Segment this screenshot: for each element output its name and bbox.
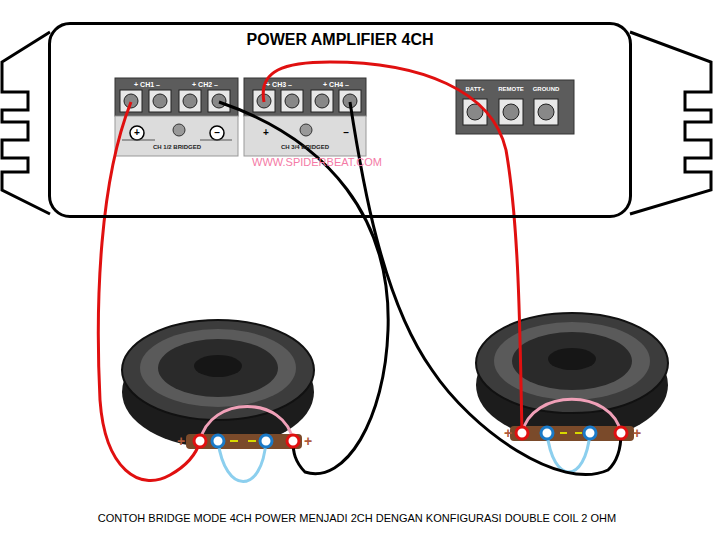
terminal-label: + CH2 – (192, 81, 218, 88)
terminal-strip (115, 78, 238, 156)
subwoofer (122, 320, 314, 449)
polarity-mark: + (633, 426, 641, 440)
polarity-mark: + (504, 426, 512, 440)
watermark: WWW.SPIDERBEAT.COM (252, 157, 382, 168)
terminal-label: + (134, 128, 140, 138)
terminal-label: + CH4 – (323, 81, 349, 88)
polarity-mark: + (304, 434, 312, 448)
amplifier-title: POWER AMPLIFIER 4CH (51, 31, 629, 49)
terminal-label: GROUND (533, 86, 560, 92)
terminal-label: + (263, 128, 269, 138)
amplifier-housing: POWER AMPLIFIER 4CH (48, 22, 632, 218)
polarity-mark: + (177, 434, 185, 448)
speaker-wire (98, 62, 621, 480)
terminal-label: BATT+ (465, 86, 484, 92)
terminal-label: – (343, 128, 349, 138)
coil-terminal (194, 427, 627, 447)
terminal-label: + CH1 – (134, 81, 160, 88)
caption: CONTOH BRIDGE MODE 4CH POWER MENJADI 2CH… (98, 513, 616, 524)
terminal-label: REMOTE (498, 86, 524, 92)
terminal-label: CH 1/2 BRIDGED (153, 144, 201, 150)
terminal-label: + CH3 – (266, 81, 292, 88)
power-terminal-block (456, 80, 574, 134)
subwoofer (476, 313, 668, 441)
terminal-label: CH 3/4 BRIDGED (281, 144, 329, 150)
terminal-label: – (214, 128, 220, 138)
